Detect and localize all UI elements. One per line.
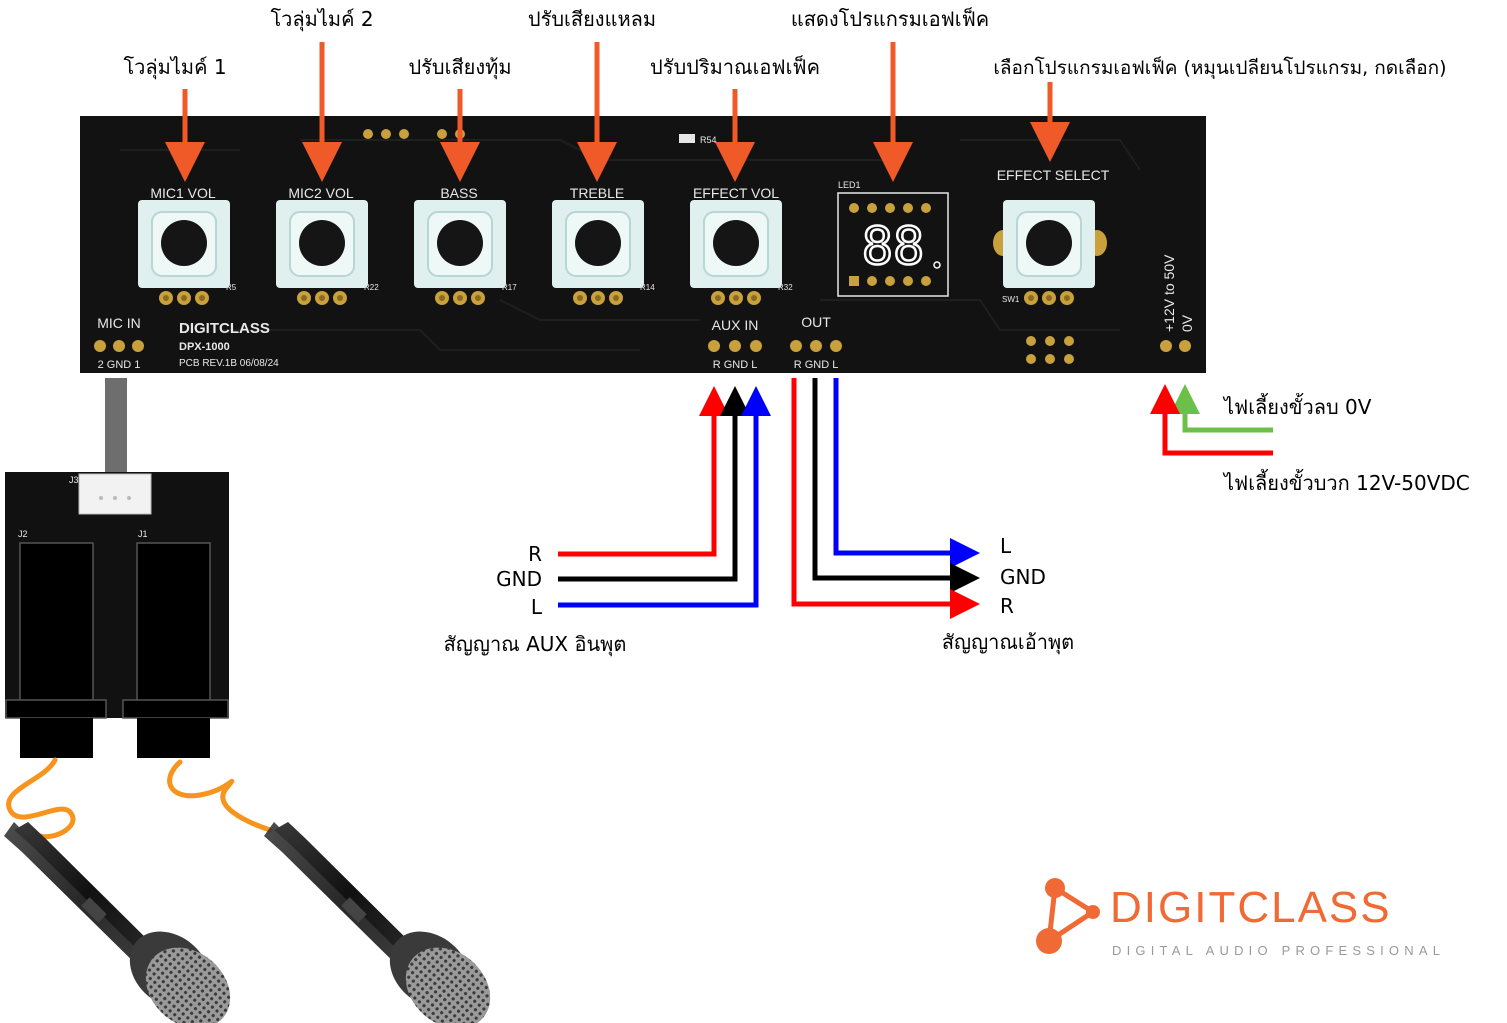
mic-in-title: MIC IN: [97, 315, 141, 331]
knob-cap[interactable]: [437, 220, 483, 266]
digitclass-logo: DIGITCLASS DIGITAL AUDIO PROFESSIONAL: [1036, 878, 1445, 958]
power-wire-positive: [1150, 384, 1273, 456]
callout-mic2: โวลุ่มไมค์ 2: [270, 7, 373, 32]
knob-label: MIC2 VOL: [288, 185, 354, 201]
aux-label-l: L: [531, 595, 543, 619]
knob-cap[interactable]: [575, 220, 621, 266]
switch-ref: SW1: [1002, 295, 1020, 304]
misc-pads: [1026, 336, 1074, 364]
mic-in-header: MIC IN 2 GND 1: [94, 315, 144, 371]
aux-in-header: AUX IN R GND L: [708, 317, 762, 371]
connector-j3: [78, 473, 152, 515]
callout-bass: ปรับเสียงทุ้ม: [408, 55, 511, 80]
aux-label-gnd: GND: [496, 567, 542, 591]
encoder-cap[interactable]: [1026, 220, 1072, 266]
callout-effect-select: เลือกโปรแกรมเอฟเฟ็ค (หมุนเปลียนโปรแกรม, …: [993, 55, 1446, 80]
mic-jack-board: J3 J2 J1: [5, 378, 229, 758]
power-wire-0v: [1170, 384, 1273, 433]
out-wire-gnd: [812, 378, 980, 593]
pcb-board: R54 MIC1 VOL R5 MIC2 VOL R22: [80, 116, 1206, 373]
knob-ref: R14: [640, 283, 655, 292]
aux-label-r: R: [528, 542, 542, 566]
aux-wire-r: [558, 386, 729, 557]
effect-select-label: EFFECT SELECT: [997, 167, 1110, 183]
knob-treble[interactable]: TREBLE R14: [552, 185, 655, 305]
aux-caption: สัญญาณ AUX อินพุต: [444, 632, 627, 657]
logo-tagline: DIGITAL AUDIO PROFESSIONAL: [1112, 943, 1445, 958]
knob-cap[interactable]: [299, 220, 345, 266]
microphone-cables: [6, 757, 273, 840]
power-range-label: +12V to 50V: [1161, 254, 1177, 332]
callout-labels: โวลุ่มไมค์ 1 โวลุ่มไมค์ 2 ปรับเสียงทุ้ม …: [123, 6, 1446, 80]
knob-label: BASS: [440, 185, 477, 201]
power-labels: ไฟเลี้ยงขั้วลบ 0V ไฟเลี้ยงขั้วบวก 12V-50…: [1222, 393, 1470, 495]
callout-effect-vol: ปรับปริมาณเอฟเฟ็ค: [650, 54, 820, 79]
jack-j2: [5, 542, 107, 758]
power-header: +12V to 50V 0V: [1160, 254, 1195, 352]
power-positive-label: ไฟเลี้ยงขั้วบวก 12V-50VDC: [1222, 469, 1470, 495]
output-labels: L GND R สัญญาณเอ้าพุต: [942, 534, 1074, 655]
out-wire-l: [833, 378, 980, 568]
knob-label: TREBLE: [570, 185, 624, 201]
knob-mic2-vol[interactable]: MIC2 VOL R22: [276, 185, 379, 305]
callout-mic1: โวลุ่มไมค์ 1: [123, 55, 226, 80]
knob-ref: R17: [502, 283, 517, 292]
resistor-ref: R54: [700, 135, 717, 145]
microphone-2: [264, 822, 491, 1023]
mic-cable: [105, 378, 127, 474]
logo-name: DIGITCLASS: [1110, 883, 1392, 932]
out-label-r: R: [1000, 594, 1014, 618]
callout-arrows: [165, 42, 1070, 182]
aux-in-title: AUX IN: [712, 317, 759, 333]
j3-label: J3: [69, 475, 79, 485]
out-pins: R GND L: [794, 359, 839, 371]
aux-in-pins: R GND L: [713, 359, 758, 371]
knob-mic1-vol[interactable]: MIC1 VOL R5: [138, 185, 237, 305]
j2-label: J2: [18, 529, 28, 539]
zero-v-label: 0V: [1179, 314, 1195, 332]
aux-input-labels: R GND L สัญญาณ AUX อินพุต: [444, 542, 627, 657]
microphone-1: [4, 822, 231, 1023]
callout-treble: ปรับเสียงแหลม: [528, 7, 656, 31]
aux-input-wires: [558, 386, 771, 608]
power-wires: [1150, 384, 1273, 456]
knob-label: EFFECT VOL: [693, 185, 779, 201]
output-caption: สัญญาณเอ้าพุต: [942, 630, 1074, 655]
jack-j1: [122, 542, 229, 758]
out-label-l: L: [1000, 534, 1012, 558]
aux-wire-l: [558, 386, 771, 608]
effect-select-encoder[interactable]: EFFECT SELECT SW1: [993, 167, 1110, 305]
resistor-r54: [679, 134, 695, 143]
knob-effect-vol[interactable]: EFFECT VOL R32: [690, 185, 793, 305]
led-display: LED1 88: [837, 180, 949, 297]
knob-label: MIC1 VOL: [150, 185, 216, 201]
knob-group: MIC1 VOL R5 MIC2 VOL R22 BASS: [138, 185, 793, 305]
out-title: OUT: [801, 314, 831, 330]
knob-ref: R22: [364, 283, 379, 292]
out-header: OUT R GND L: [790, 314, 842, 371]
knob-ref: R32: [778, 283, 793, 292]
out-label-gnd: GND: [1000, 565, 1046, 589]
aux-wire-gnd: [558, 386, 750, 582]
board-revision: PCB REV.1B 06/08/24: [179, 358, 279, 369]
knob-cap[interactable]: [161, 220, 207, 266]
knob-cap[interactable]: [713, 220, 759, 266]
led-ref: LED1: [838, 180, 861, 190]
callout-display: แสดงโปรแกรมเอฟเฟ็ค: [791, 6, 989, 31]
board-brand: DIGITCLASS: [179, 320, 270, 337]
mic-in-pins: 2 GND 1: [98, 359, 141, 371]
knob-bass[interactable]: BASS R17: [414, 185, 517, 305]
j1-label: J1: [138, 529, 148, 539]
power-negative-label: ไฟเลี้ยงขั้วลบ 0V: [1222, 393, 1372, 419]
output-wires: [791, 378, 980, 619]
out-wire-r: [791, 378, 980, 619]
board-model: DPX-1000: [179, 341, 230, 353]
knob-ref: R5: [226, 283, 237, 292]
seven-segment-digits: 88: [862, 217, 925, 277]
